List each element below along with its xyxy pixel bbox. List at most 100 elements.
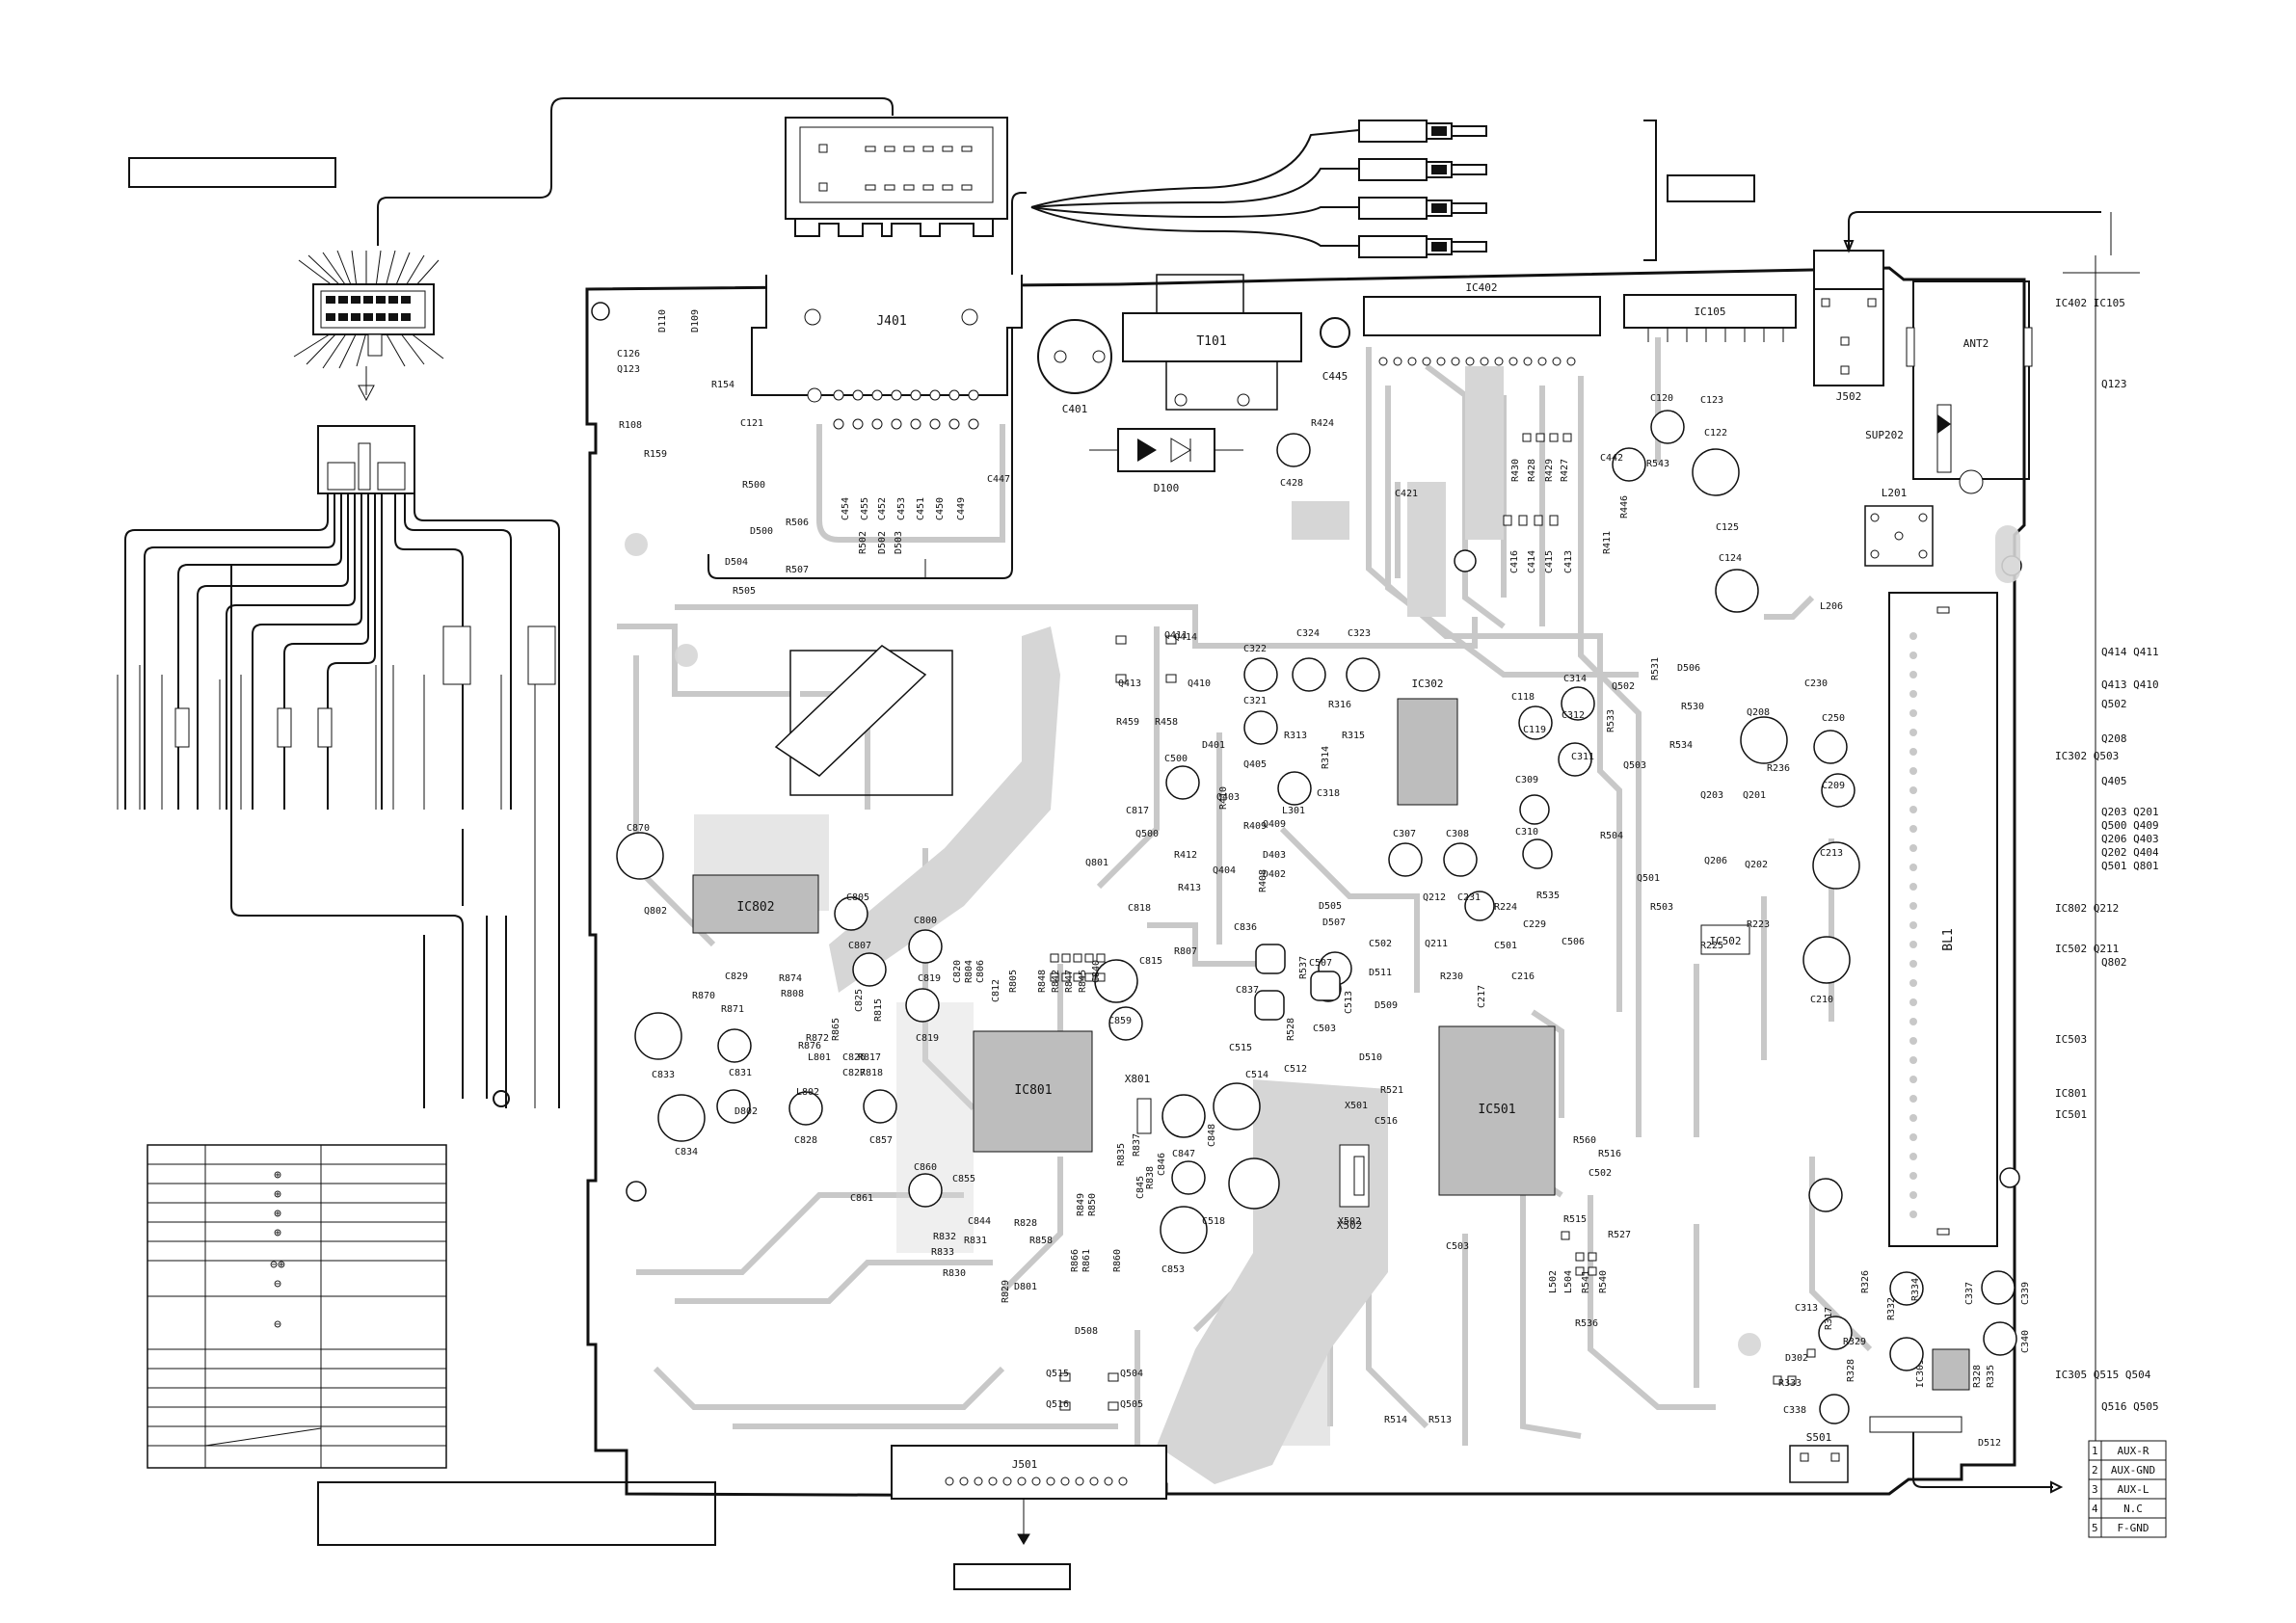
svg-text:R848: R848 [1037,970,1048,993]
l201-coil: L201 [1864,487,1934,567]
svg-text:X502: X502 [1338,1216,1361,1227]
svg-text:J502: J502 [1836,390,1862,403]
svg-text:R530: R530 [1681,702,1704,712]
bl1-connector: BL1 [1888,592,1998,1247]
svg-text:R540: R540 [1598,1270,1609,1293]
svg-text:IC402: IC402 [1465,281,1497,294]
svg-text:R847: R847 [1064,970,1075,993]
svg-text:Q409: Q409 [1263,819,1286,830]
title-box-bottom [953,1563,1071,1590]
svg-text:IC801: IC801 [1014,1083,1052,1098]
svg-text:R427: R427 [1560,459,1570,482]
svg-text:Q404: Q404 [1213,865,1236,876]
svg-text:L502: L502 [1548,1270,1559,1293]
svg-text:R504: R504 [1600,831,1623,841]
ic402-connector: IC402 [1363,281,1601,366]
side-label: Q413 Q410 [2101,678,2159,691]
j401-connector: J401 [751,275,1023,578]
svg-text:C848: C848 [1207,1124,1217,1147]
svg-text:C503: C503 [1313,1024,1336,1034]
svg-text:R430: R430 [1510,459,1521,482]
svg-text:C413: C413 [1563,550,1574,573]
svg-text:D510: D510 [1359,1052,1382,1063]
svg-text:C853: C853 [1161,1264,1185,1275]
side-label: Q206 Q403 [2101,833,2159,845]
svg-text:R817: R817 [858,1052,881,1063]
svg-text:Q504: Q504 [1120,1369,1143,1379]
svg-text:C450: C450 [935,497,946,520]
pin-name: AUX-GND [2111,1464,2155,1477]
svg-text:C855: C855 [952,1174,975,1184]
svg-text:D401: D401 [1202,740,1225,751]
svg-text:SUP202: SUP202 [1865,429,1904,441]
svg-text:R513: R513 [1428,1415,1452,1425]
svg-text:C307: C307 [1393,829,1416,839]
svg-text:C324: C324 [1296,628,1320,639]
svg-text:Q801: Q801 [1085,858,1108,868]
svg-text:R225: R225 [1700,941,1723,951]
side-label: Q516 Q505 [2101,1400,2159,1413]
svg-text:C339: C339 [2020,1282,2031,1305]
note-box [317,1481,716,1546]
svg-text:R224: R224 [1494,902,1517,913]
j502-jack: J502 [1813,211,2101,403]
svg-text:R861: R861 [1081,1249,1092,1272]
svg-text:C340: C340 [2020,1330,2031,1353]
svg-text:Q802: Q802 [644,906,667,917]
svg-text:C518: C518 [1202,1216,1225,1227]
svg-text:C323: C323 [1348,628,1371,639]
svg-text:C309: C309 [1515,775,1538,785]
svg-text:R223: R223 [1747,919,1770,930]
location-index: IC402 IC105 Q123 Q414 Q411 Q413 Q410 Q50… [2055,212,2159,1484]
svg-text:C829: C829 [725,971,748,982]
side-label: Q414 Q411 [2101,646,2159,658]
svg-text:R410: R410 [1218,786,1229,810]
svg-text:R413: R413 [1178,883,1201,893]
svg-text:Q123: Q123 [617,364,640,375]
aux-connector-strip [1869,1416,2064,1494]
side-label: IC305 Q515 Q504 [2055,1369,2151,1381]
wiring-harness [117,425,560,1108]
svg-text:C312: C312 [1562,710,1585,721]
svg-text:C318: C318 [1317,788,1340,799]
svg-text:C447: C447 [987,474,1010,485]
svg-text:D109: D109 [690,309,701,333]
svg-text:C445: C445 [1322,370,1348,383]
svg-text:X801: X801 [1125,1073,1151,1085]
svg-text:C213: C213 [1820,848,1843,859]
svg-text:C513: C513 [1344,991,1354,1014]
svg-text:D512: D512 [1978,1438,2001,1449]
svg-text:C123: C123 [1700,395,1723,406]
svg-text:R808: R808 [781,989,804,999]
svg-text:R860: R860 [1112,1249,1123,1272]
svg-text:C507: C507 [1309,958,1332,969]
polarity-mark: ⊕ [274,1168,281,1183]
svg-text:L301: L301 [1282,806,1305,816]
svg-text:IC105: IC105 [1694,306,1725,318]
svg-text:C845: C845 [1135,1176,1146,1199]
svg-text:C120: C120 [1650,393,1673,404]
svg-text:C452: C452 [877,497,888,520]
svg-text:R833: R833 [931,1247,954,1258]
pin-name: F-GND [2117,1522,2149,1534]
svg-text:D802: D802 [734,1106,758,1117]
svg-text:R533: R533 [1606,709,1616,732]
svg-text:R807: R807 [1174,946,1197,957]
svg-text:IC305: IC305 [1915,1359,1926,1388]
svg-text:C516: C516 [1375,1116,1398,1127]
svg-text:R428: R428 [1527,459,1537,482]
svg-text:C338: C338 [1783,1405,1806,1416]
svg-text:R871: R871 [721,1004,744,1015]
svg-text:C231: C231 [1457,892,1481,903]
svg-text:C455: C455 [860,497,870,520]
svg-text:D110: D110 [657,309,668,333]
svg-text:L201: L201 [1882,487,1908,499]
side-label: IC402 IC105 [2055,297,2125,309]
svg-text:L504: L504 [1563,1270,1574,1293]
svg-text:R329: R329 [1843,1337,1866,1347]
svg-text:C501: C501 [1494,941,1517,951]
side-label: IC802 Q212 [2055,902,2119,915]
svg-text:C415: C415 [1544,550,1555,573]
svg-text:C828: C828 [794,1135,817,1146]
